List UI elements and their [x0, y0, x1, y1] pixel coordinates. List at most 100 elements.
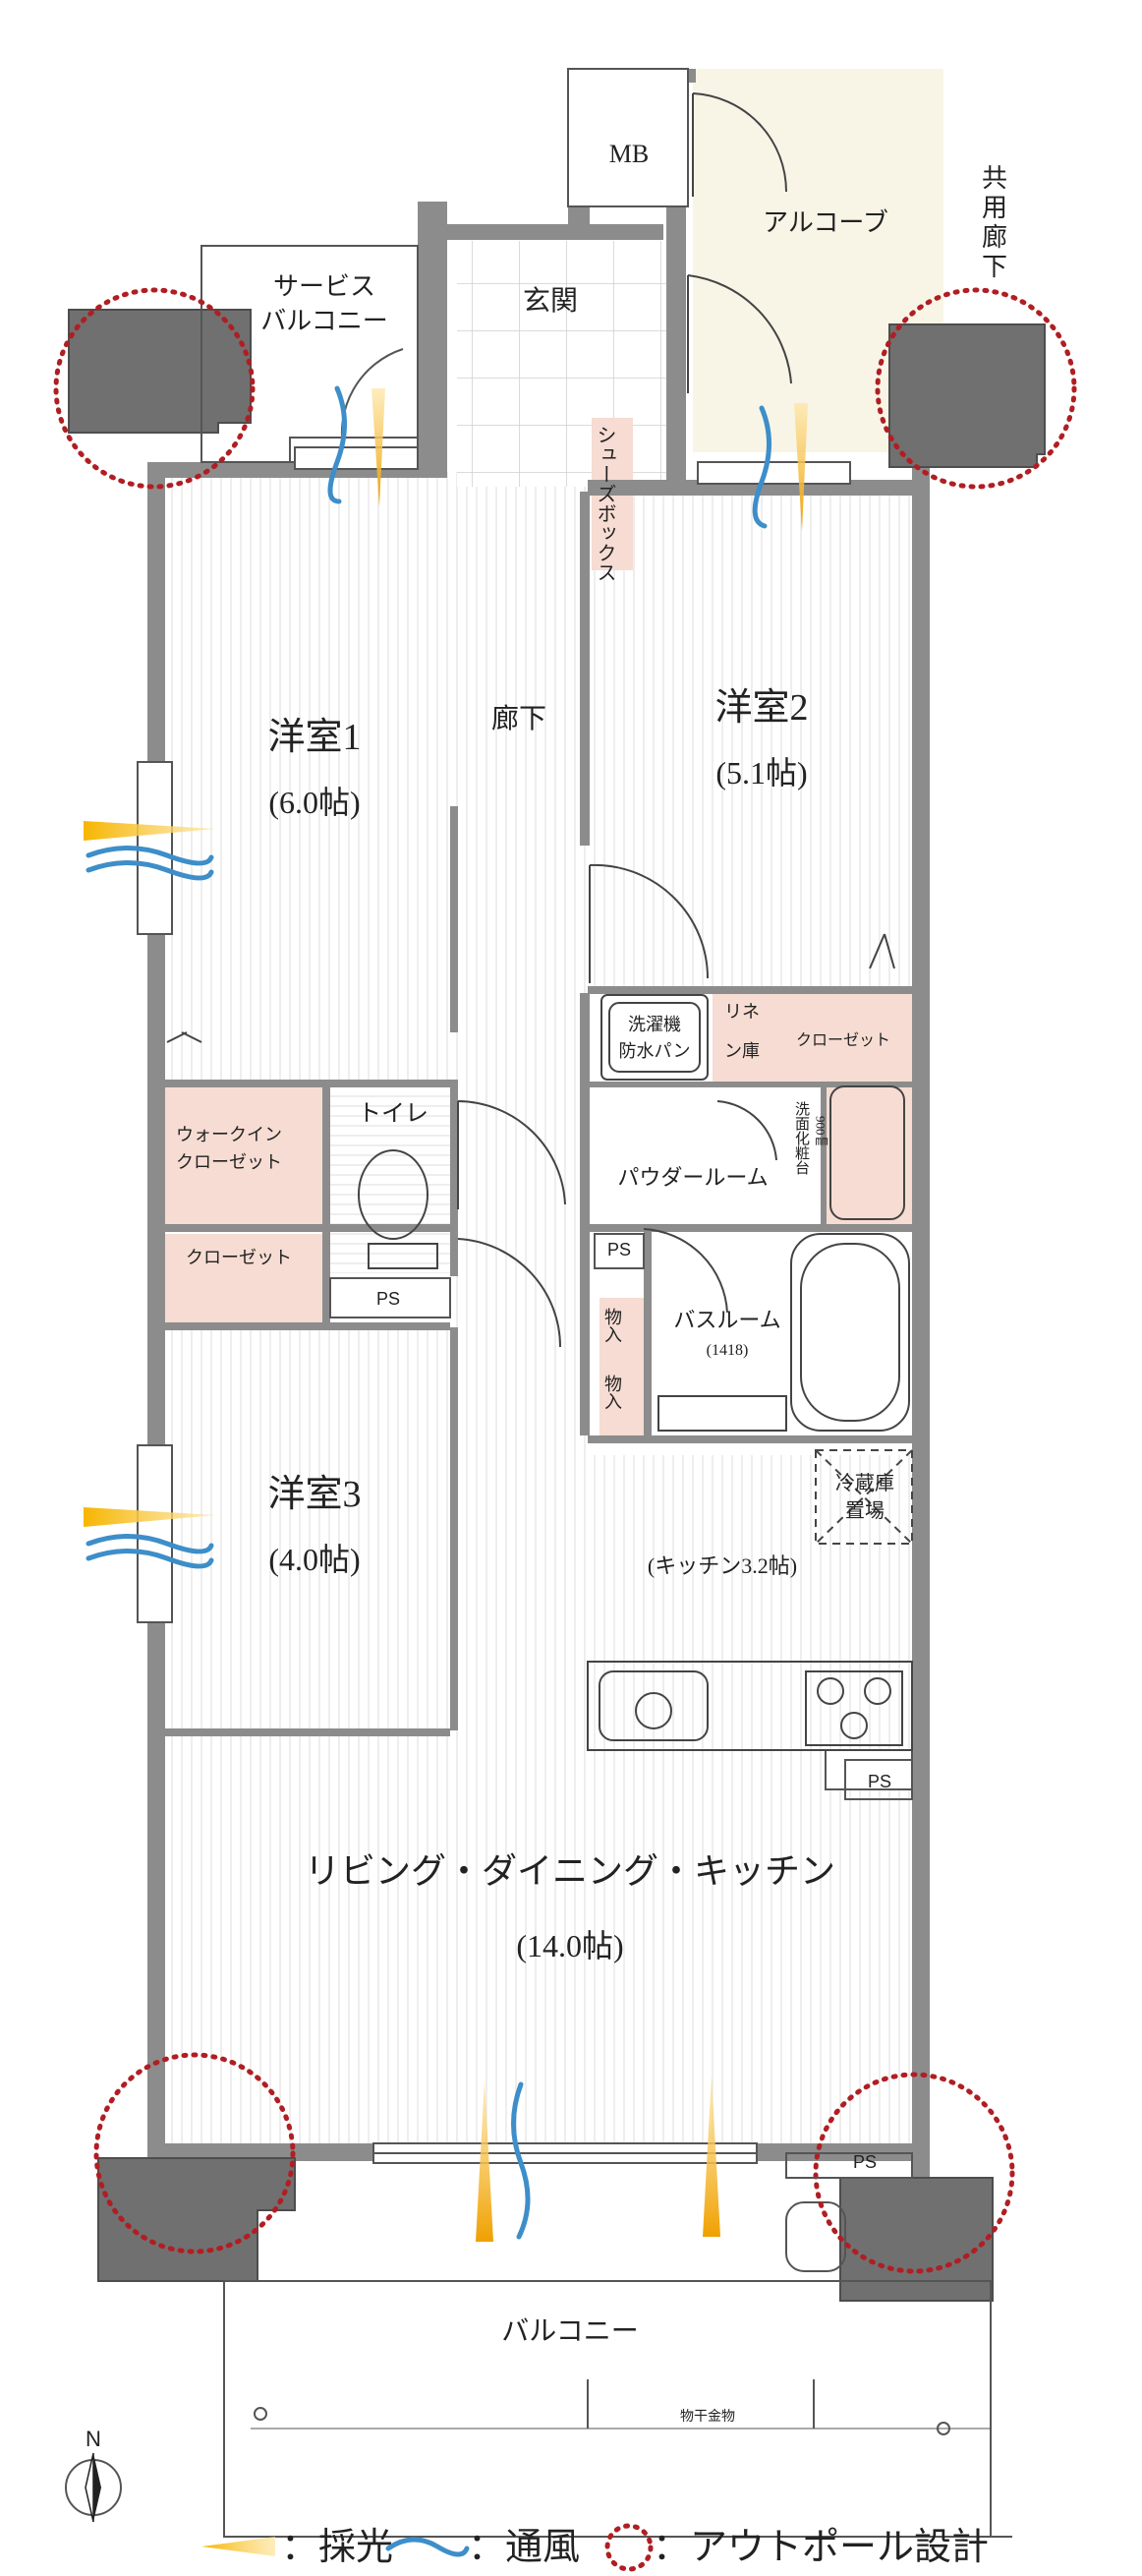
powder-room-label: パウダールーム — [617, 1165, 768, 1190]
closet-lower-label: クローゼット — [186, 1248, 292, 1267]
outpole-circle-top-right — [875, 287, 1077, 490]
pillar-top-right — [888, 323, 1046, 468]
legend: ：採光 ：通風 ：アウトポール設計 — [201, 2523, 989, 2572]
service-balcony-label-2: バルコニー — [260, 307, 387, 335]
room-labels: 洋室1 (6.0帖) 洋室2 (5.1帖) 洋室3 (4.0帖) リビング・ダイ… — [176, 140, 1007, 2425]
outpole-circle-top-left — [53, 287, 256, 490]
wind-arrow-room3 — [86, 1534, 214, 1554]
wind-arrow-ldk — [511, 2081, 531, 2240]
linen-floor — [713, 993, 771, 1082]
light-arrow-ldk-1 — [476, 2079, 493, 2242]
room-2-name: 洋室2 — [714, 687, 808, 729]
corridor-label-3: 廊 — [982, 223, 1007, 252]
fridge-label-1: 冷蔵庫 — [835, 1472, 894, 1494]
compass-north-label: N — [86, 2427, 101, 2451]
pillars — [68, 68, 1046, 2302]
compass: N — [65, 2427, 122, 2523]
room-3-name: 洋室3 — [267, 1474, 361, 1515]
light-arrow-room3 — [84, 1507, 216, 1527]
bathroom-name: バスルーム — [673, 1308, 780, 1332]
outpole-circles — [53, 287, 1077, 2274]
light-arrow-ldk-2 — [703, 2075, 720, 2237]
hallway-floor — [450, 472, 588, 1455]
outpole-circle-bottom-right — [813, 2072, 1015, 2274]
toilet-label: トイレ — [358, 1101, 428, 1127]
washer-pan-label-2: 防水パン — [619, 1041, 691, 1061]
room-2-size: (5.1帖) — [715, 755, 807, 790]
sink-counter — [587, 1661, 913, 1751]
fridge-label-2: 置場 — [845, 1499, 885, 1522]
washer-pan — [600, 994, 709, 1081]
vanity-floor — [826, 1082, 912, 1224]
balcony-area — [223, 2142, 1012, 2538]
wind-arrow-room1 — [86, 846, 214, 866]
fixtures — [358, 994, 913, 1751]
ps-label-2: PS — [607, 1240, 631, 1259]
light-arrow-entrance — [794, 403, 808, 531]
light-arrow-room1 — [84, 821, 216, 841]
wind-arrow-entrance — [752, 405, 771, 529]
linen-label-1: リネ — [724, 1002, 760, 1022]
toilet-floor — [329, 1082, 455, 1273]
balcony-label: バルコニー — [501, 2316, 638, 2347]
closet-lower-floor — [165, 1234, 322, 1322]
vanity-label-2: 900㎜ — [814, 1116, 828, 1148]
entrance-label: 玄関 — [523, 285, 578, 317]
storage-1-label: 物入 — [602, 1308, 622, 1343]
legend-wind-text: ：通風 — [468, 2527, 580, 2568]
ps-label-3: PS — [868, 1772, 891, 1791]
corridor-label-2: 用 — [982, 194, 1007, 222]
light-arrow-service — [371, 388, 385, 506]
doors — [166, 92, 895, 1348]
entrance-floor — [457, 241, 668, 487]
walkin-closet-label-1: ウォークイン — [176, 1125, 282, 1144]
legend-light-text: ：採光 — [281, 2527, 393, 2568]
windows — [137, 446, 851, 1623]
closet-upper-floor — [771, 993, 912, 1082]
mb-label: MB — [609, 140, 649, 168]
legend-light-icon — [201, 2537, 275, 2556]
outpole-circle-bottom-left — [93, 2052, 296, 2254]
ldk-size: (14.0帖) — [516, 1928, 623, 1963]
wind-arrow-service — [327, 385, 347, 504]
legend-wind-icon — [385, 2537, 470, 2557]
drying-rack-label: 物干金物 — [680, 2409, 735, 2425]
room-2-floor — [588, 492, 912, 993]
kitchen-label: (キッチン3.2帖) — [648, 1553, 797, 1578]
floor-fills — [165, 69, 943, 2143]
shoe-box-label: シューズボックス — [594, 425, 615, 582]
pillar-bottom-right — [839, 2177, 994, 2302]
walkin-closet-floor — [165, 1082, 322, 1224]
washer-pan-label-1: 洗濯機 — [628, 1015, 681, 1034]
pillar-mb — [567, 68, 689, 207]
storage-2-label: 物入 — [602, 1375, 622, 1410]
room-1-name: 洋室1 — [267, 717, 361, 758]
bathtub — [790, 1233, 910, 1432]
ldk-name: リビング・ダイニング・キッチン — [305, 1851, 835, 1891]
ps-label-1: PS — [376, 1289, 400, 1309]
legend-outpole-text: ：アウトポール設計 — [653, 2527, 989, 2568]
bathroom-size: (1418) — [707, 1342, 749, 1359]
corridor-label-1: 共 — [982, 164, 1007, 193]
storage-2-floor — [600, 1367, 644, 1435]
room-3-size: (4.0帖) — [268, 1542, 360, 1577]
ps-label-4: PS — [853, 2152, 877, 2172]
ps-boxes — [329, 1233, 913, 2179]
toilet-bowl — [358, 1149, 428, 1240]
pillar-top-left — [68, 309, 252, 434]
hallway-label: 廊下 — [491, 703, 546, 734]
room-1-size: (6.0帖) — [268, 785, 360, 820]
storage-1-floor — [600, 1298, 644, 1367]
walkin-closet-label-2: クローゼット — [176, 1152, 282, 1172]
kitchen-floor — [588, 1455, 912, 1652]
closet-upper-label: クローゼット — [796, 1031, 890, 1049]
pillar-bottom-left — [97, 2157, 296, 2282]
alcove-label: アルコーブ — [763, 208, 888, 237]
wind-arrows — [86, 385, 771, 2240]
light-arrows — [84, 388, 808, 2242]
vanity-label-1: 洗面化粧台 — [793, 1101, 810, 1175]
service-balcony-label-1: サービス — [273, 272, 375, 301]
corridor-label-4: 下 — [982, 253, 1007, 281]
legend-outpole-icon — [604, 2523, 654, 2572]
